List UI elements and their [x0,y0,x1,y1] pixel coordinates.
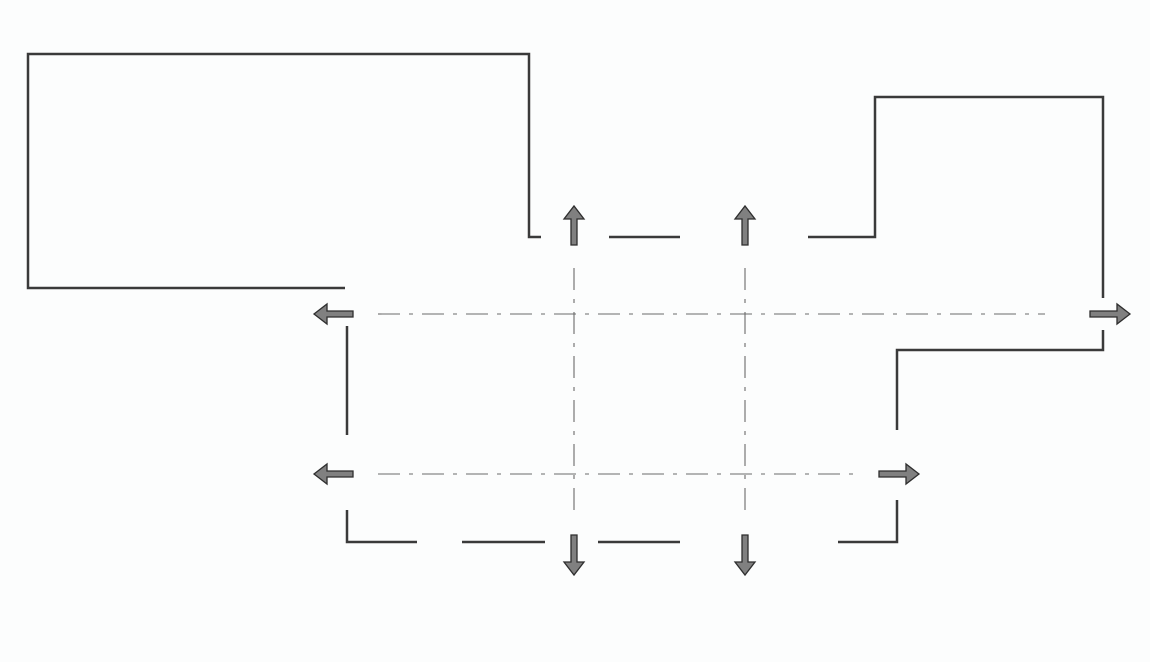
arrow-down-left [562,534,586,577]
wall-right-room [808,95,1105,298]
arrow-right-lower [878,462,921,486]
arrow-left-upper [312,302,354,326]
wall-right-lower [895,330,1105,430]
wall-bottom-right [838,500,899,544]
arrow-down-right [733,534,757,577]
arrow-right-upper [1089,302,1132,326]
wall-left-room [26,52,541,290]
wall-bottom-left [345,510,417,544]
arrow-up-left [562,204,586,246]
arrow-left-lower [312,462,354,486]
arrow-up-right [733,204,757,246]
